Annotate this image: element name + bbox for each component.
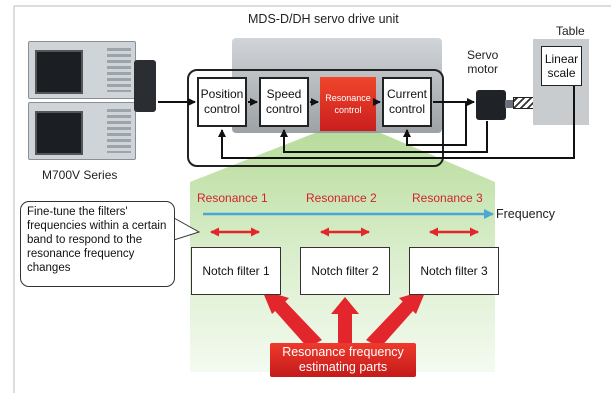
current-control-line2: control [388,102,425,116]
estimator-line2: estimating parts [298,360,388,374]
position-control-line1: Position [200,87,244,101]
frequency-label: Frequency [496,207,556,221]
servo-motor-line1: Servo [467,48,499,62]
servo-motor-line2: motor [467,62,499,76]
speed-control-line2: control [265,102,303,116]
cnc-keypad-icon [107,109,131,153]
servo-motor-shaft-icon [505,100,515,108]
fine-tune-note: Fine-tune the filters' frequencies withi… [20,201,175,287]
cnc-unit-upper [28,41,136,99]
table-label: Table [556,24,585,38]
linear-scale-line2: scale [547,66,576,80]
resonance-control-line2: control [334,105,362,115]
speed-control-line1: Speed [266,87,302,101]
notch-filter-1: Notch filter 1 [191,247,281,295]
drive-unit-title: MDS-D/DH servo drive unit [248,12,399,26]
linear-scale-line1: Linear [544,52,579,66]
resonance-control-line1: Resonance [325,93,371,103]
servo-motor-icon [476,90,506,120]
notch-filter-2: Notch filter 2 [300,247,390,295]
resonance-control-block: Resonance control [320,77,376,131]
cnc-screen-icon [35,50,83,94]
estimator-line1: Resonance frequency [282,345,404,359]
position-control-line2: control [203,102,240,116]
cnc-keypad-icon [107,48,131,92]
resonance-label-1: Resonance 1 [197,191,268,205]
cnc-controller-module [134,60,156,112]
notch-filter-3: Notch filter 3 [409,247,499,295]
cnc-screen-icon [35,111,83,155]
cnc-series-label: M700V Series [42,168,118,182]
estimator-arrows [262,290,426,348]
resonance-label-2: Resonance 2 [306,191,377,205]
cnc-unit-lower [28,102,136,160]
control-loop-frame [187,69,444,167]
resonance-label-3: Resonance 3 [412,191,483,205]
current-control-line1: Current [386,87,427,101]
